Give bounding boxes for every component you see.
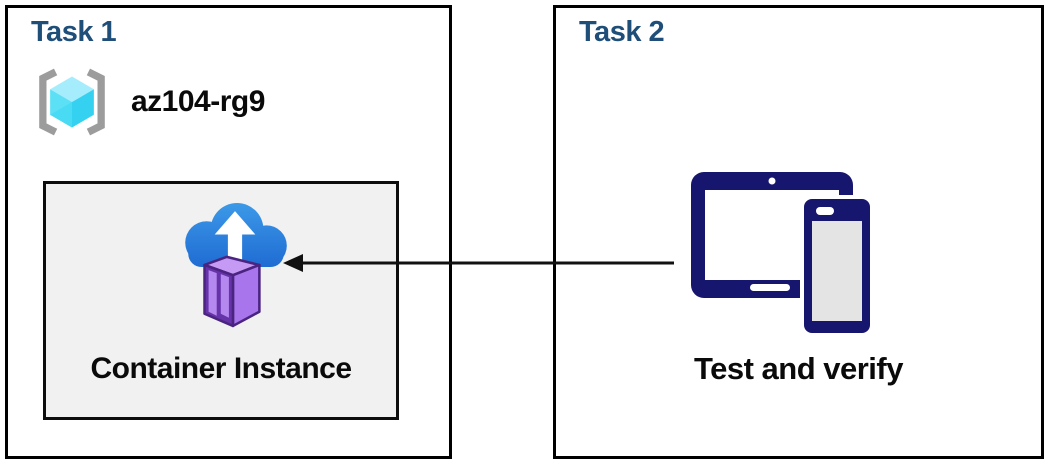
phone-screen xyxy=(812,221,862,321)
tablet-home-button xyxy=(750,284,790,291)
container-instance-label: Container Instance xyxy=(90,352,352,385)
devices-icon xyxy=(691,172,874,337)
resource-group-name: az104-rg9 xyxy=(131,85,265,118)
task1-title: Task 1 xyxy=(31,16,117,48)
tablet-camera-dot xyxy=(768,177,776,185)
test-and-verify-label: Test and verify xyxy=(693,351,904,386)
resource-group-icon xyxy=(39,68,105,136)
container-instance-box: Container Instance xyxy=(43,181,399,420)
task2-box: Task 2 Test and verify xyxy=(553,5,1044,459)
upload-arrow xyxy=(214,211,256,263)
resource-group: az104-rg9 xyxy=(31,63,265,141)
task1-box: Task 1 az104-rg9 xyxy=(5,5,452,459)
task2-title: Task 2 xyxy=(579,16,665,48)
container-instances-icon xyxy=(185,203,287,328)
phone-earpiece xyxy=(816,207,834,215)
